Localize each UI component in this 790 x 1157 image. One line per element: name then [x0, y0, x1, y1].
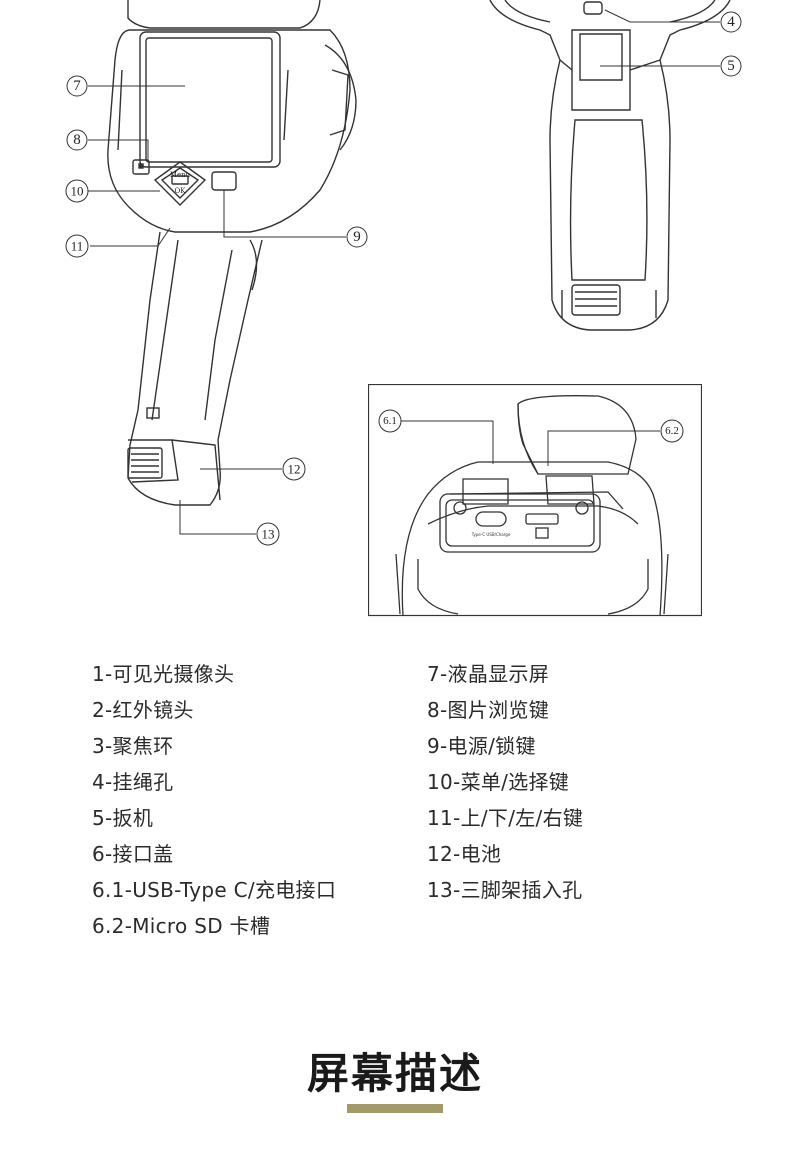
legend-left-column: 1-可见光摄像头 2-红外镜头 3-聚焦环 4-挂绳孔 5-扳机 6-接口盖 6…	[92, 656, 336, 944]
camera-front-diagram: Menu OK 7 8 10 11 9 12 13	[65, 0, 368, 546]
menu-key-label: Menu	[170, 171, 191, 179]
legend-item: 3-聚焦环	[92, 734, 174, 758]
legend-item: 4-挂绳孔	[92, 770, 174, 794]
port-closeup-diagram: Type-C USB/Charge 6.1 6.2	[368, 384, 702, 617]
legend-item: 12-电池	[427, 842, 502, 866]
callout-4: 4	[727, 14, 735, 30]
legend-item: 6-接口盖	[92, 842, 174, 866]
title-underline	[347, 1104, 443, 1113]
port-usb-label: Type-C USB/Charge	[471, 532, 511, 537]
legend-item: 5-扳机	[92, 806, 154, 830]
legend-item: 1-可见光摄像头	[92, 662, 235, 686]
legend-item: 13-三脚架插入孔	[427, 878, 583, 902]
callout-9: 9	[353, 229, 361, 245]
callout-7: 7	[73, 78, 81, 94]
callout-13: 13	[262, 527, 275, 542]
legend-right-column: 7-液晶显示屏 8-图片浏览键 9-电源/锁键 10-菜单/选择键 11-上/下…	[427, 656, 583, 908]
callout-10: 10	[71, 184, 84, 199]
legend-item: 9-电源/锁键	[427, 734, 536, 758]
legend-item: 11-上/下/左/右键	[427, 806, 584, 830]
legend-item: 8-图片浏览键	[427, 698, 550, 722]
callout-6-1: 6.1	[383, 415, 397, 427]
camera-rear-diagram: 4 5	[489, 0, 742, 331]
callout-6-2: 6.2	[665, 425, 679, 437]
callout-8: 8	[73, 132, 81, 148]
legend-item: 2-红外镜头	[92, 698, 194, 722]
ok-key-label: OK	[175, 187, 187, 195]
callout-11: 11	[71, 239, 84, 254]
legend-item: 6.1-USB-Type C/充电接口	[92, 878, 337, 902]
legend-item: 7-液晶显示屏	[427, 662, 550, 686]
callout-12: 12	[288, 462, 301, 477]
legend-item: 10-菜单/选择键	[427, 770, 570, 794]
callout-5: 5	[727, 58, 735, 74]
section-title: 屏幕描述	[306, 1049, 483, 1098]
legend-item: 6.2-Micro SD 卡槽	[92, 914, 271, 938]
